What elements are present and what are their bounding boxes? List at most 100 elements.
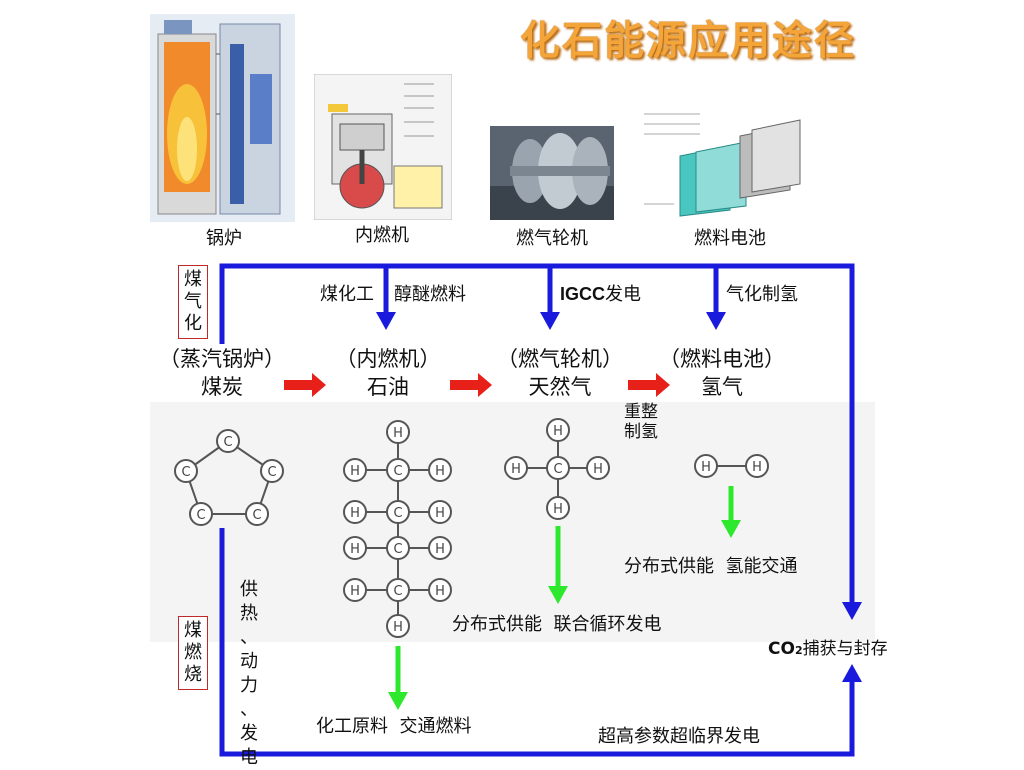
igcc-bold: IGCC bbox=[560, 284, 605, 304]
hydrogen-atom: H bbox=[586, 456, 610, 480]
background-scan bbox=[150, 402, 875, 642]
co2-sub: 2 bbox=[794, 644, 803, 657]
hydrogen-atom-label: H bbox=[752, 460, 762, 475]
co2-capture-label: CO2捕获与封存 bbox=[768, 634, 888, 659]
hydrogen-atom: H bbox=[343, 536, 367, 560]
hydrogen-atom: H bbox=[428, 458, 452, 482]
carbon-atom: C bbox=[245, 502, 269, 526]
oil-output-label: 化工原料 交通燃料 bbox=[316, 716, 472, 737]
hydrogen-atom: H bbox=[428, 536, 452, 560]
carbon-atom: C bbox=[386, 578, 410, 602]
hydrogen-atom-label: H bbox=[350, 584, 360, 599]
gasification-text: 煤 气 化 bbox=[184, 269, 202, 334]
hydrogen-atom: H bbox=[386, 420, 410, 444]
gas-output-label: 分布式供能 联合循环发电 bbox=[452, 614, 662, 635]
igcc-label: IGCC发电 bbox=[560, 280, 641, 306]
caption-fuel-cell: 燃料电池 bbox=[694, 228, 766, 249]
hydrogen-atom-label: H bbox=[393, 620, 403, 635]
hydrogen-atom: H bbox=[745, 454, 769, 478]
hydrogen-atom-label: H bbox=[511, 462, 521, 477]
combustion-text: 煤 燃 烧 bbox=[184, 620, 202, 685]
page-title: 化石能源应用途径 bbox=[520, 18, 856, 64]
combustion-label: 煤 燃 烧 bbox=[178, 616, 208, 690]
hydrogen-atom-label: H bbox=[701, 460, 711, 475]
carbon-atom-label: C bbox=[393, 506, 402, 521]
carbon-atom-label: C bbox=[223, 435, 232, 450]
hydrogen-atom: H bbox=[343, 500, 367, 524]
stage-coal-fuel: 煤炭 bbox=[201, 375, 243, 399]
coal-chemical-label: 煤化工 bbox=[320, 284, 374, 305]
stage-coal: （蒸汽锅炉） 煤炭 bbox=[152, 345, 292, 401]
hydrogen-atom: H bbox=[343, 578, 367, 602]
stage-oil: （内燃机） 石油 bbox=[318, 345, 458, 401]
red-arrow-1 bbox=[284, 373, 326, 397]
stage-coal-device: （蒸汽锅炉） bbox=[159, 347, 285, 371]
carbon-atom-label: C bbox=[252, 508, 261, 523]
red-arrow-3 bbox=[628, 373, 670, 397]
carbon-atom: C bbox=[386, 458, 410, 482]
carbon-atom-label: C bbox=[393, 464, 402, 479]
carbon-atom: C bbox=[174, 459, 198, 483]
hydrogen-atom: H bbox=[428, 578, 452, 602]
hydrogen-atom-label: H bbox=[350, 464, 360, 479]
gasification-label: 煤 气 化 bbox=[178, 265, 208, 339]
co2-arrow-down bbox=[842, 602, 862, 620]
carbon-atom-label: C bbox=[267, 465, 276, 480]
carbon-atom-label: C bbox=[196, 508, 205, 523]
hydrogen-atom: H bbox=[504, 456, 528, 480]
caption-boiler: 锅炉 bbox=[206, 228, 242, 249]
hydrogen-atom-label: H bbox=[435, 506, 445, 521]
stage-h2-fuel: 氢气 bbox=[701, 375, 743, 399]
reforming-label: 重整 制氢 bbox=[624, 402, 658, 442]
carbon-atom-label: C bbox=[393, 584, 402, 599]
hydrogen-atom-label: H bbox=[593, 462, 603, 477]
hydrogen-atom-label: H bbox=[393, 426, 403, 441]
boiler-image bbox=[150, 14, 295, 222]
stage-h2: （燃料电池） 氢气 bbox=[652, 345, 792, 401]
carbon-atom: C bbox=[260, 459, 284, 483]
carbon-atom: C bbox=[386, 536, 410, 560]
igcc-power: 发电 bbox=[605, 284, 641, 305]
coal-uses-label: 供 热 、 动 力 、 发 电 bbox=[240, 579, 258, 768]
stage-gas-device: （燃气轮机） bbox=[497, 347, 623, 371]
turbine-image bbox=[490, 126, 614, 220]
red-arrow-2 bbox=[450, 373, 492, 397]
ether-fuel-label: 醇醚燃料 bbox=[394, 284, 466, 305]
stage-h2-device: （燃料电池） bbox=[659, 347, 785, 371]
stage-oil-device: （内燃机） bbox=[335, 347, 441, 371]
carbon-atom: C bbox=[189, 502, 213, 526]
caption-ice: 内燃机 bbox=[355, 225, 409, 246]
h2-gasification-label: 气化制氢 bbox=[726, 284, 798, 305]
gasification-loop-line bbox=[219, 263, 855, 602]
hydrogen-atom-label: H bbox=[553, 424, 563, 439]
carbon-atom: C bbox=[386, 500, 410, 524]
combustion-loop-line bbox=[219, 528, 855, 757]
carbon-atom-label: C bbox=[553, 462, 562, 477]
fuel-cell-image bbox=[640, 106, 812, 220]
hydrogen-atom-label: H bbox=[435, 542, 445, 557]
hydrogen-atom: H bbox=[343, 458, 367, 482]
hydrogen-atom-label: H bbox=[350, 542, 360, 557]
stage-oil-fuel: 石油 bbox=[367, 375, 409, 399]
co2-arrow-up bbox=[842, 664, 862, 682]
hydrogen-atom: H bbox=[546, 496, 570, 520]
carbon-atom-label: C bbox=[181, 465, 190, 480]
carbon-atom: C bbox=[546, 456, 570, 480]
hydrogen-atom-label: H bbox=[553, 502, 563, 517]
carbon-atom-label: C bbox=[393, 542, 402, 557]
hydrogen-atom: H bbox=[546, 418, 570, 442]
ice-image bbox=[314, 74, 452, 220]
hydrogen-atom: H bbox=[386, 614, 410, 638]
stage-gas-fuel: 天然气 bbox=[528, 375, 592, 399]
hydrogen-atom: H bbox=[428, 500, 452, 524]
stage-gas: （燃气轮机） 天然气 bbox=[490, 345, 630, 401]
carbon-atom: C bbox=[216, 429, 240, 453]
co2-prefix: CO bbox=[768, 639, 795, 659]
hydrogen-atom-label: H bbox=[350, 506, 360, 521]
hydrogen-atom: H bbox=[694, 454, 718, 478]
molecule-structures: C C C C C H H H C H H C H H C H H C H H H C H H H H bbox=[174, 418, 769, 638]
supercritical-label: 超高参数超临界发电 bbox=[598, 726, 760, 747]
hydrogen-atom-label: H bbox=[435, 584, 445, 599]
hydrogen-atom-label: H bbox=[435, 464, 445, 479]
